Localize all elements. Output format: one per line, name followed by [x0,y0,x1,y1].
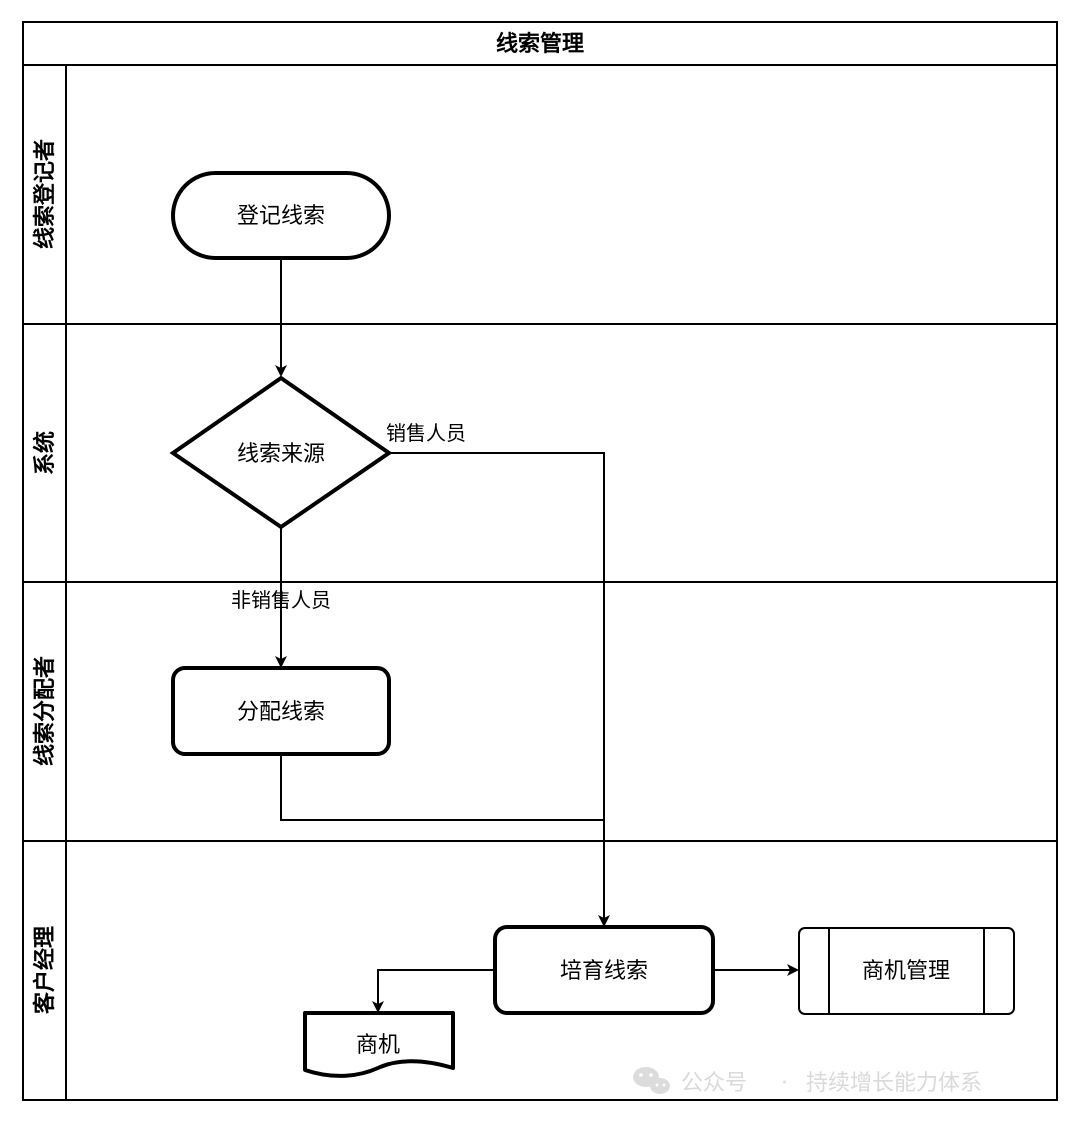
lane-label-assigner: 线索分配者 [32,656,58,766]
node-lead-source-shape [169,375,393,530]
pool-title: 线索管理 [496,31,584,57]
node-opportunity-mgmt-label: 商机管理 [862,959,950,984]
wechat-icon [633,1067,670,1094]
node-register-lead-shape [171,171,391,260]
node-register-lead-label: 登记线索 [237,204,325,229]
lane-label-account-manager: 客户经理 [32,926,58,1014]
node-lead-source-label: 线索来源 [237,442,325,467]
edge-label-non-sales-staff: 非销售人员 [231,588,331,612]
node-nurture-lead-label: 培育线索 [560,959,648,984]
node-opportunity-mgmt-shape [798,927,1015,1015]
node-opportunity-doc-shape [303,1011,455,1078]
lane-label-registrar: 线索登记者 [32,139,58,249]
node-assign-lead-label: 分配线索 [237,700,325,725]
watermark-separator: · [781,1071,788,1096]
edge-label-sales-staff: 销售人员 [386,421,466,445]
watermark-name: 持续增长能力体系 [806,1071,982,1096]
node-assign-lead-shape [171,666,391,756]
edge-assign-to-join [280,754,604,821]
lane-label-system: 系统 [32,431,58,475]
edge-source-to-nurture [389,452,610,927]
watermark-prefix: 公众号 [681,1071,747,1096]
node-opportunity-doc-label: 商机 [356,1033,400,1058]
watermark: 公众号 · 持续增长能力体系 [633,1067,982,1096]
node-nurture-lead-shape [493,925,715,1015]
edge-nurture-to-opportunity-doc [372,969,495,1013]
